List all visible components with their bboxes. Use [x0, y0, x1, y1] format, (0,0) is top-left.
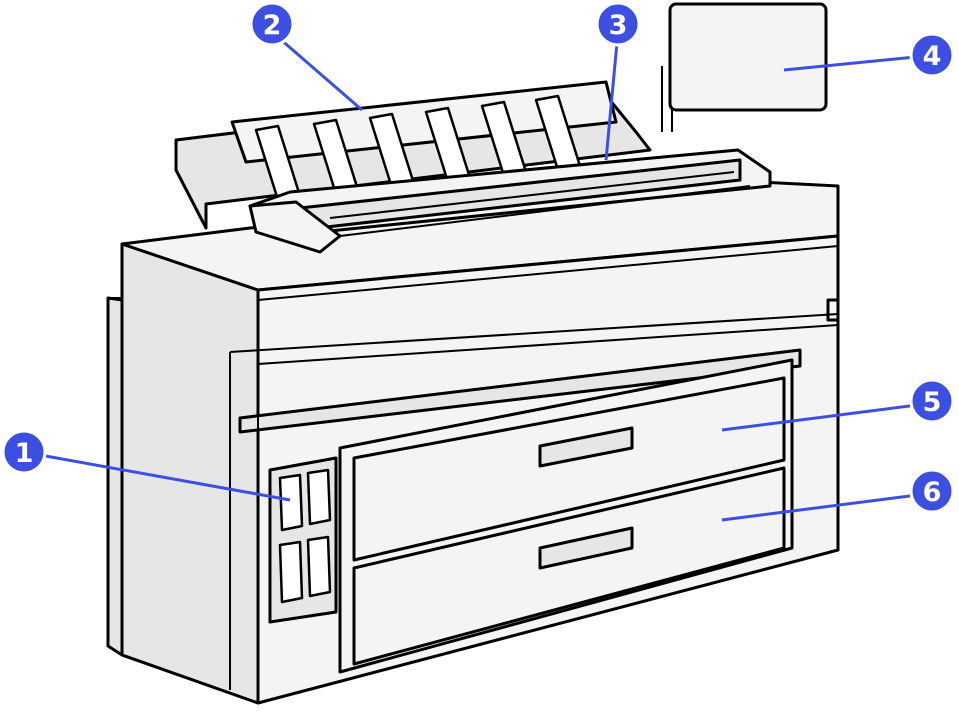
callout-4: 4 [909, 32, 955, 78]
side-edge [106, 296, 124, 657]
leader-lines [39, 30, 926, 522]
front-panel-screen [668, 2, 828, 112]
front-groove [238, 348, 802, 434]
connector-port-d [306, 535, 332, 598]
callout-6-label: 6 [923, 477, 942, 508]
callout-4-label: 4 [923, 41, 942, 72]
drawer-lower [352, 466, 786, 666]
callout-5: 5 [909, 378, 955, 424]
callout-3: 3 [595, 1, 641, 47]
stacker-fingers [254, 94, 582, 202]
callout-5-label: 5 [923, 387, 942, 418]
drawer-lower-handle [538, 526, 634, 570]
leader-2 [271, 30, 363, 112]
callout-3-label: 3 [609, 10, 628, 41]
leader-3 [604, 31, 620, 161]
callout-2-label: 2 [263, 10, 282, 41]
connector-port-b [306, 468, 332, 526]
connector-port-c [278, 540, 304, 604]
callout-1-label: 1 [15, 438, 34, 469]
callout-1: 1 [1, 429, 47, 475]
drawer-upper-handle [538, 426, 634, 468]
connector-port-a [278, 473, 304, 532]
scanner [248, 148, 772, 254]
leader-1 [39, 453, 291, 502]
drawer-upper [352, 376, 786, 562]
front-panel [661, 2, 828, 132]
roll-drawers [338, 358, 794, 674]
callout-2: 2 [249, 1, 295, 47]
connector-panel [268, 456, 338, 624]
leader-6 [721, 492, 926, 522]
leader-4 [783, 54, 926, 72]
leader-5 [721, 402, 926, 432]
callout-6: 6 [909, 468, 955, 514]
